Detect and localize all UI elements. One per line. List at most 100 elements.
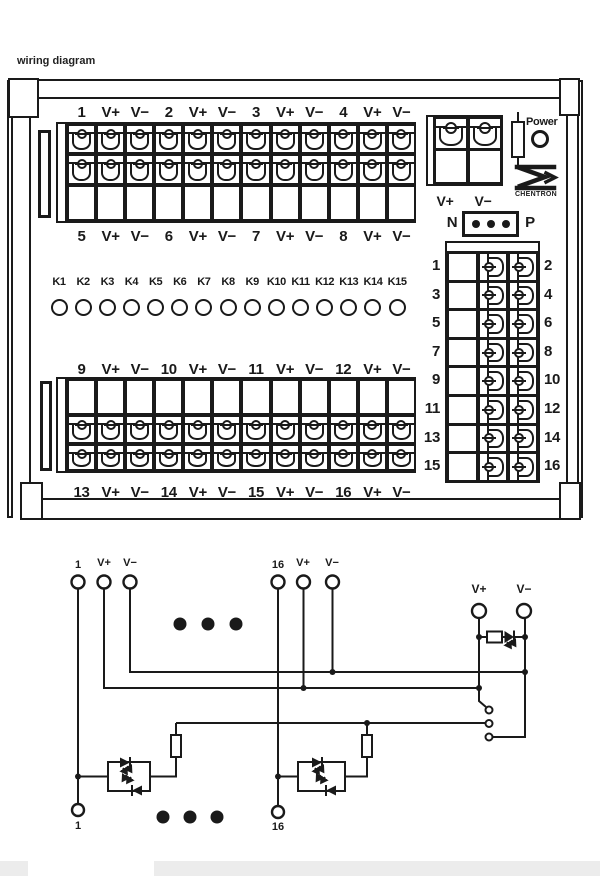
screw-head — [307, 449, 322, 459]
screw-arch — [159, 452, 179, 467]
terminal-cell — [447, 280, 478, 311]
screw-head — [249, 449, 263, 459]
schem-output-vminus: V− — [516, 582, 532, 596]
screw-arch — [159, 133, 179, 150]
screw-arch — [473, 126, 497, 146]
terminal-cell — [212, 379, 242, 415]
screw-head — [477, 122, 493, 134]
bottom-row2-label: V+ — [276, 484, 295, 501]
k-indicator-lamp — [292, 299, 309, 316]
top-row2-label: V− — [305, 228, 324, 245]
screw-arch — [391, 423, 411, 440]
screw-terminal — [478, 452, 508, 482]
screw-head — [482, 404, 496, 415]
screw-terminal — [96, 415, 126, 444]
screw-terminal — [386, 124, 416, 154]
terminal-cell — [447, 366, 478, 396]
screw-arch — [101, 423, 121, 440]
screw-head — [365, 159, 380, 169]
screw-arch — [439, 126, 463, 146]
screw-arch — [304, 423, 324, 440]
bottom-row-label: 10 — [160, 361, 177, 378]
bottom-row-label: V− — [130, 361, 149, 378]
screw-arch — [391, 163, 411, 181]
screw-head — [482, 290, 496, 301]
screw-arch — [333, 452, 353, 467]
chentron-logo-icon — [514, 164, 559, 191]
screw-terminal — [299, 154, 329, 185]
bottom-row2-label: V+ — [363, 484, 382, 501]
k-indicator-label: K7 — [197, 276, 211, 288]
screw-head — [161, 159, 176, 169]
schem-label-1: 1 — [74, 559, 82, 571]
screw-head — [132, 129, 147, 139]
power-vminus-label: V− — [474, 193, 492, 209]
screw-terminal — [96, 444, 126, 471]
screw-head — [161, 420, 176, 430]
terminal-cell — [125, 379, 155, 415]
top-row-label: V+ — [363, 104, 382, 121]
frame-top-rail-line — [31, 97, 566, 99]
screw-arch — [130, 133, 150, 150]
bottom-row-label: V+ — [276, 361, 295, 378]
k-indicator-lamp — [364, 299, 382, 316]
terminal-cell — [447, 309, 478, 339]
top-block-left-strip — [65, 124, 67, 221]
screw-arch — [159, 423, 179, 440]
k-indicator-label: K9 — [245, 276, 260, 288]
top-row2-label: 5 — [77, 228, 86, 245]
screw-terminal — [478, 309, 508, 339]
k-indicator-lamp — [267, 299, 285, 316]
k-indicator-label: K11 — [291, 276, 310, 288]
screw-arch — [275, 423, 295, 440]
right-block-right-number: 4 — [544, 285, 553, 303]
screw-arch — [159, 163, 179, 181]
screw-arch — [517, 285, 534, 306]
screw-head — [249, 129, 263, 139]
top-row-label: V+ — [188, 104, 207, 121]
k-indicator-label: K13 — [339, 276, 359, 288]
schem-bottom-label-16: 16 — [271, 821, 285, 833]
top-row2-label: 7 — [251, 228, 261, 245]
screw-arch — [362, 163, 382, 181]
screw-arch — [304, 452, 324, 467]
screw-terminal — [357, 124, 387, 154]
bottom-row-label: V− — [305, 361, 324, 378]
screw-terminal — [508, 423, 538, 454]
terminal-cell — [67, 185, 97, 221]
k-indicator-lamp — [74, 299, 92, 316]
k-indicator-lamp — [195, 299, 213, 316]
right-block-right-number: 8 — [544, 342, 553, 360]
screw-terminal — [241, 124, 271, 154]
corner-tab-bottom-right — [559, 482, 581, 520]
terminal-cell — [328, 379, 358, 415]
screw-head — [512, 376, 526, 387]
resistor-lead-top — [517, 112, 519, 121]
screw-arch — [101, 133, 121, 150]
terminal-cell — [357, 379, 387, 415]
screw-head — [394, 159, 409, 169]
k-indicator-lamp — [388, 299, 406, 316]
schem-label-vminus-1: V− — [123, 557, 137, 569]
screw-terminal — [508, 395, 538, 425]
screw-arch — [362, 452, 382, 467]
top-row2-label: V+ — [101, 228, 120, 245]
screw-head — [161, 449, 176, 459]
screw-arch — [130, 423, 150, 440]
screw-arch — [188, 423, 208, 440]
power-led-indicator — [531, 130, 549, 148]
screw-head — [307, 129, 322, 139]
terminal-cell — [125, 185, 155, 221]
bottom-row2-label: 13 — [73, 484, 90, 501]
screw-terminal — [154, 415, 184, 444]
top-row2-label: 8 — [339, 228, 348, 245]
bottom-row-label: V+ — [188, 361, 207, 378]
screw-terminal — [125, 154, 155, 185]
screw-arch — [188, 133, 208, 150]
right-block-right-number: 10 — [544, 371, 561, 389]
terminal-cell — [241, 379, 271, 415]
bottom-row-label: V+ — [101, 361, 120, 378]
screw-terminal — [154, 124, 184, 154]
